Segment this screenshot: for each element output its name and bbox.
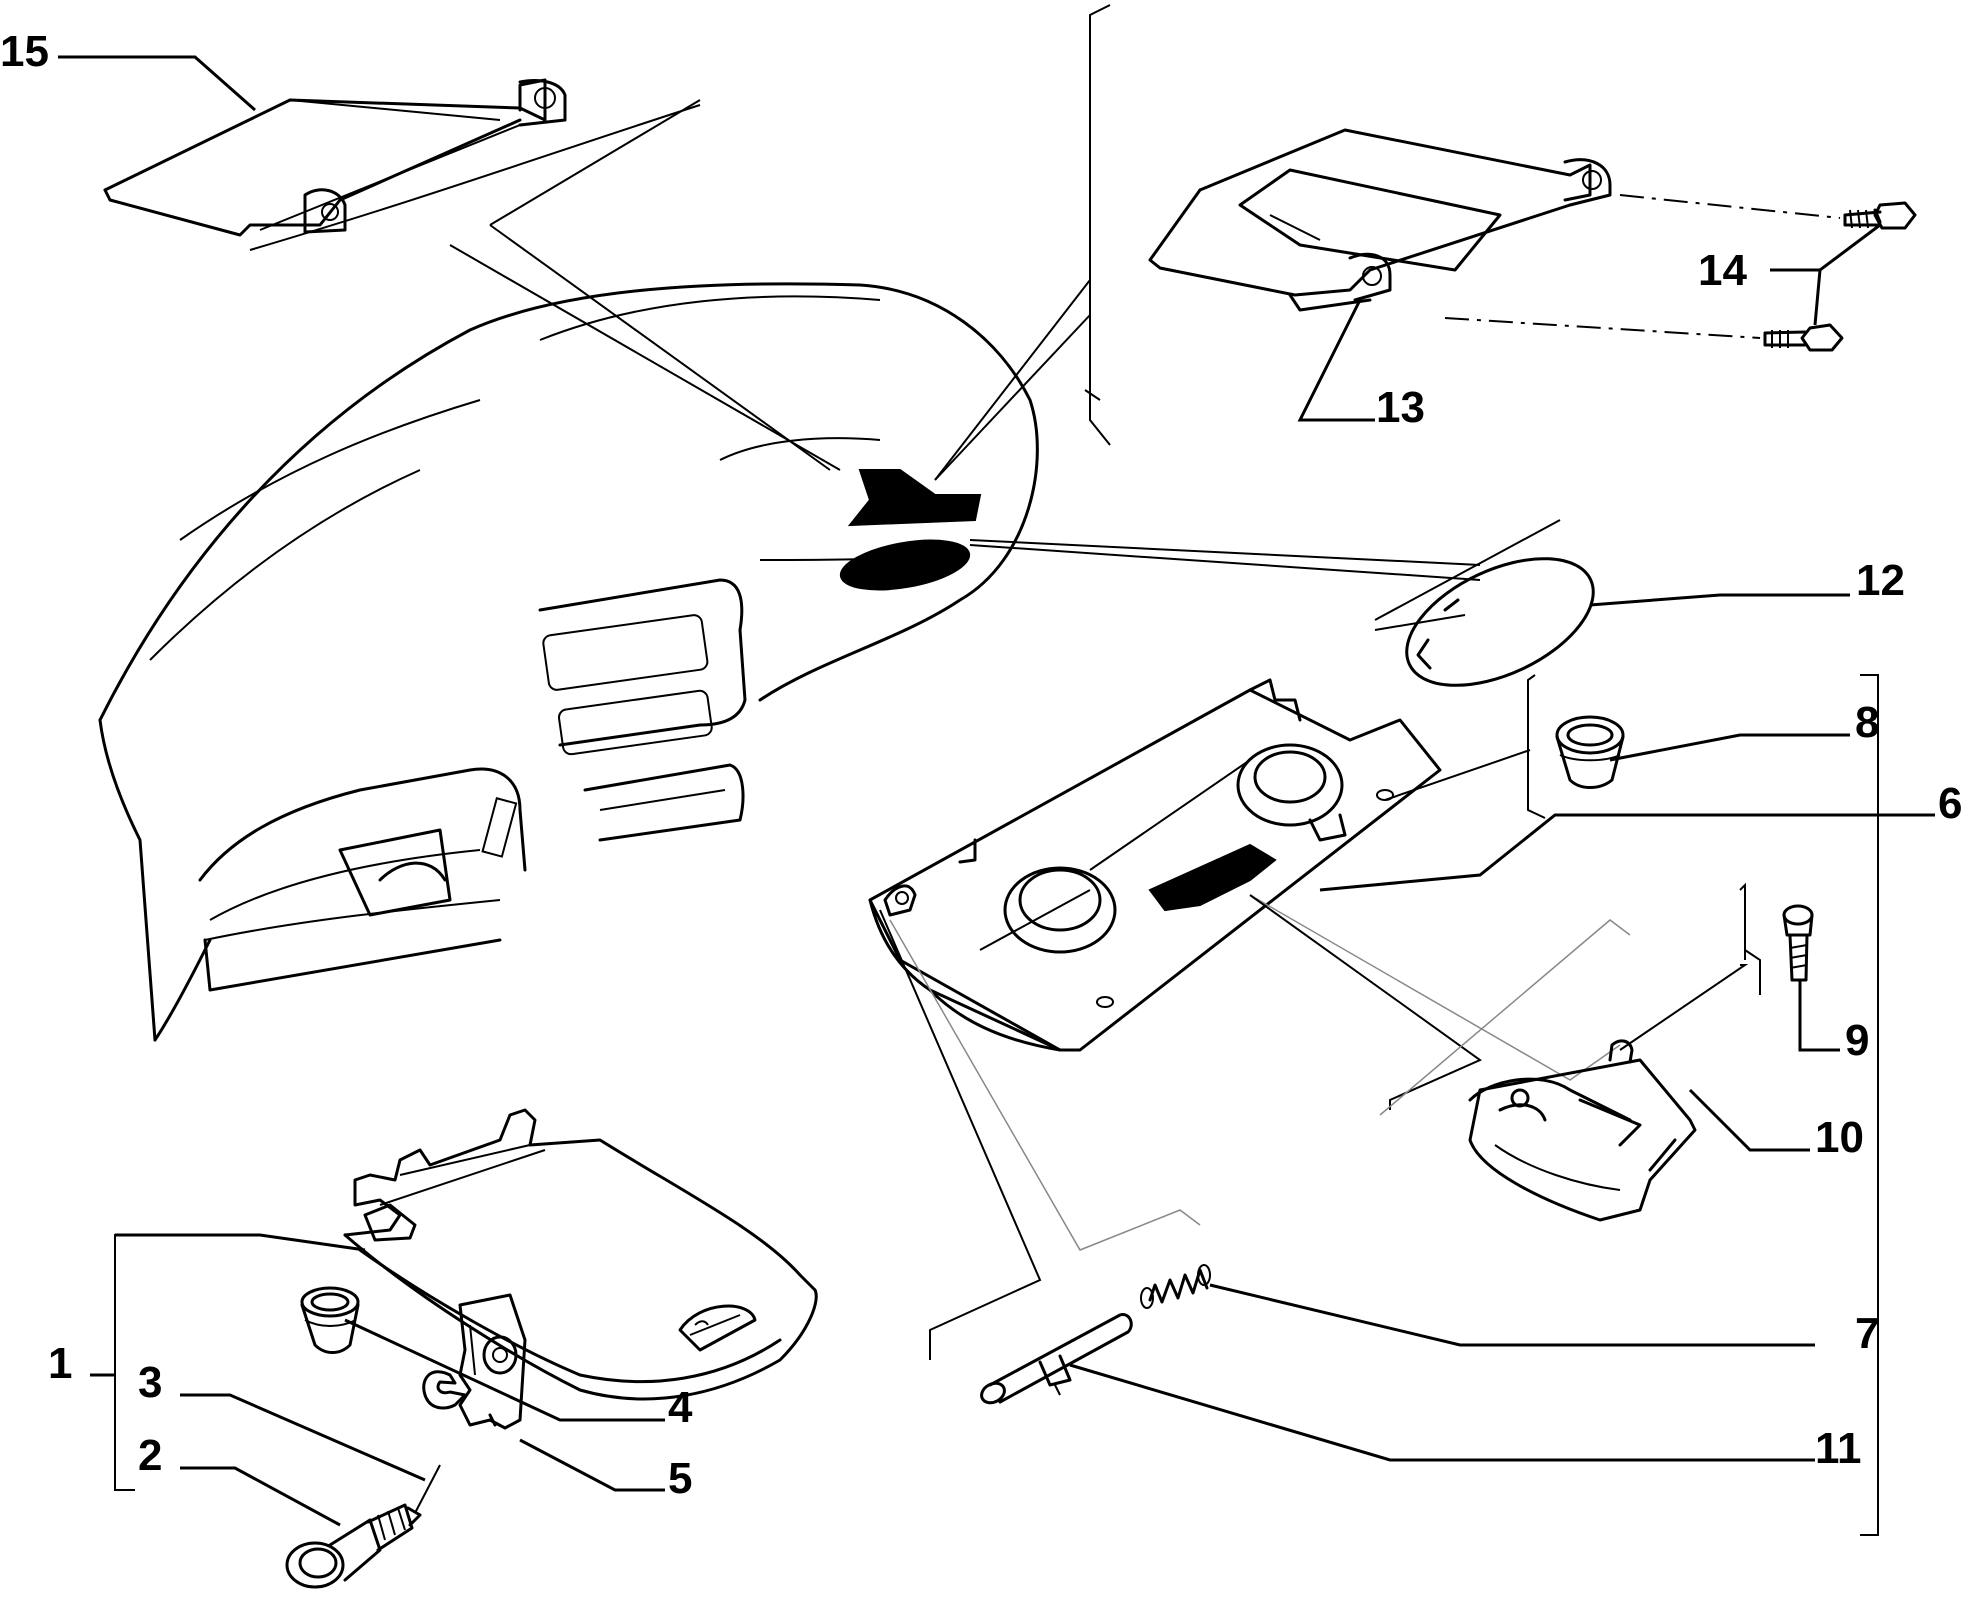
leader-lines [58,55,1935,1536]
callout-7: 7 [1855,1309,1879,1358]
part-4-bumper [300,1286,360,1354]
callout-1: 1 [48,1339,72,1388]
part-11-hinge-pin [980,1313,1133,1405]
part-13-mounting-bracket [1148,128,1612,312]
callout-4: 4 [668,1383,693,1432]
part-8-rubber-bumper [1384,674,1625,819]
callout-10: 10 [1815,1113,1864,1162]
part-14-screws [1444,194,1917,352]
part-9-bolt [1782,904,1814,982]
callout-6: 6 [1938,779,1962,828]
callout-11: 11 [1815,1424,1862,1473]
callout-13: 13 [1376,383,1425,432]
callout-2: 2 [138,1431,162,1480]
part-7-spring [1140,1264,1211,1309]
part-6-glove-box-body [868,678,1631,1360]
callout-12: 12 [1856,556,1905,605]
part-12-oval-cover [1374,519,1595,687]
callout-5: 5 [668,1454,692,1503]
part-2-lock-cylinder [285,1464,441,1589]
part-1-glove-box-door [343,1108,818,1401]
callout-3: 3 [138,1358,162,1407]
callout-15: 15 [0,27,49,76]
part-10-latch-housing [1468,882,1761,1222]
callout-14: 14 [1698,246,1747,295]
dashboard-outline [98,4,1481,1042]
part-3-clip [422,1370,467,1410]
part-15-upper-panel [103,78,567,237]
part-5-latch-plate [458,1293,527,1430]
callout-9: 9 [1845,1016,1869,1065]
callout-labels: 15 13 14 12 8 6 9 10 7 11 1 3 2 4 5 [0,27,1962,1503]
callout-8: 8 [1855,698,1879,747]
